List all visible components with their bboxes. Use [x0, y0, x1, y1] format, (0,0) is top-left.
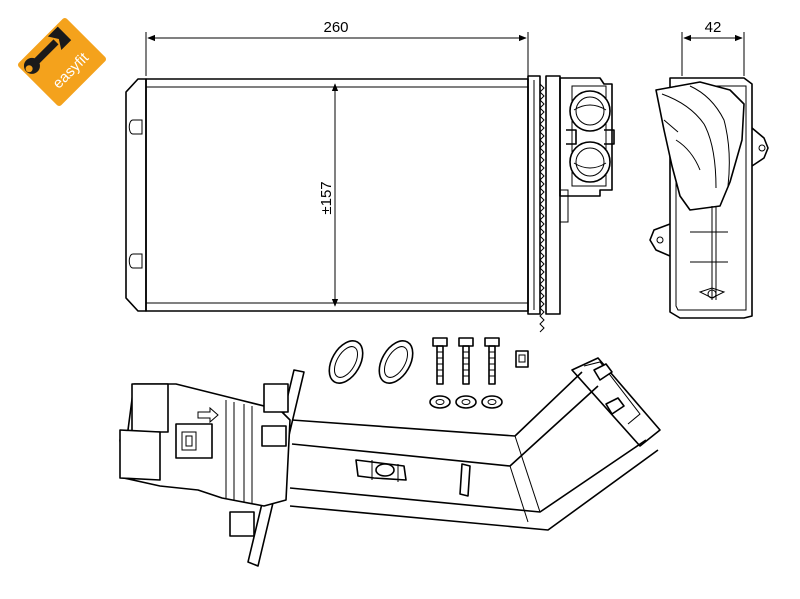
- side-view: 42: [649, 19, 769, 319]
- washer: [429, 395, 451, 409]
- screw: [484, 337, 500, 385]
- wrench-icon: [23, 26, 72, 74]
- screw: [458, 337, 474, 385]
- logo-badge: [17, 17, 107, 107]
- depth-dimension-label: 42: [705, 19, 722, 36]
- width-dimension: 260: [145, 19, 529, 76]
- screw: [432, 337, 448, 385]
- pipe-connector: [559, 77, 615, 197]
- accessories: [328, 337, 529, 409]
- o-ring: [378, 340, 414, 384]
- heater-core: [145, 78, 529, 312]
- pipe-assembly: [119, 357, 661, 567]
- washer: [481, 395, 503, 409]
- width-dimension-label: 260: [323, 19, 348, 36]
- o-ring: [328, 340, 364, 384]
- height-dimension-label: ±157: [318, 181, 335, 214]
- easyfit-logo: easyfit: [17, 17, 107, 107]
- front-view: ±157: [125, 75, 615, 333]
- washer: [455, 395, 477, 409]
- nut: [515, 350, 529, 368]
